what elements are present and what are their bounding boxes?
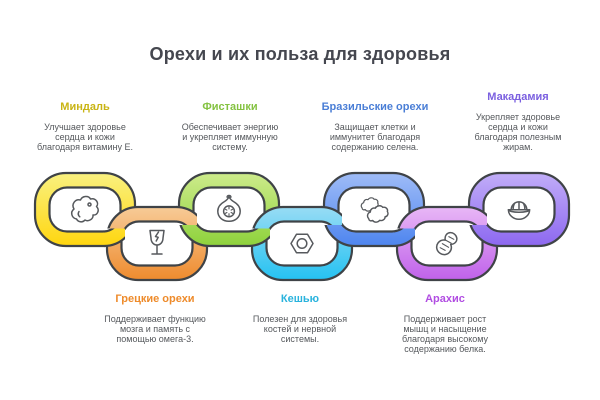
nut-name: Миндаль <box>60 101 110 113</box>
nut-card-pistachio: Фисташки Обеспечивает энергию и укрепляе… <box>156 101 304 152</box>
nut-chain-diagram <box>33 171 571 282</box>
chain-link-macadamia <box>467 171 571 248</box>
nut-name: Макадамия <box>487 91 549 103</box>
nut-card-almond: Миндаль Улучшает здоровье сердца и кожи … <box>11 101 159 152</box>
peanut-icon <box>435 231 458 256</box>
nut-name: Бразильские орехи <box>321 101 429 113</box>
nut-card-walnut: Грецкие орехи Поддерживает функцию мозга… <box>75 293 235 344</box>
nut-card-brazil: Бразильские орехи Защищает клетки и имму… <box>301 101 449 152</box>
hex-nut-icon <box>290 233 314 254</box>
page-title: Орехи и их польза для здоровья <box>149 44 451 64</box>
juicer-icon <box>507 201 531 220</box>
nut-description: Поддерживает рост мышц и насыщение благо… <box>401 314 489 354</box>
nut-description: Поддерживает функцию мозга и память с по… <box>104 314 206 344</box>
fragile-glass-icon <box>149 229 165 255</box>
almond-blob-icon <box>70 195 99 223</box>
brazil-nut-icon <box>360 197 389 223</box>
nut-description: Улучшает здоровье сердца и кожи благодар… <box>37 122 133 152</box>
nut-name: Кешью <box>280 293 320 305</box>
nut-name: Арахис <box>425 293 465 305</box>
nut-description: Защищает клетки и иммунитет благодаря со… <box>329 122 421 152</box>
nut-description: Полезен для здоровья костей и нервной си… <box>252 314 348 344</box>
nut-card-macadamia: Макадамия Укрепляет здоровье сердца и ко… <box>444 91 592 152</box>
nut-name: Фисташки <box>202 101 258 113</box>
nut-name: Грецкие орехи <box>115 293 195 305</box>
nut-card-peanut: Арахис Поддерживает рост мышц и насыщени… <box>365 293 525 354</box>
nut-description: Укрепляет здоровье сердца и кожи благода… <box>474 112 562 152</box>
nut-description: Обеспечивает энергию и укрепляет иммунну… <box>181 122 279 152</box>
fig-icon <box>217 194 241 223</box>
chain-link-almond <box>33 171 137 248</box>
nut-card-cashew: Кешью Полезен для здоровья костей и нерв… <box>220 293 380 344</box>
